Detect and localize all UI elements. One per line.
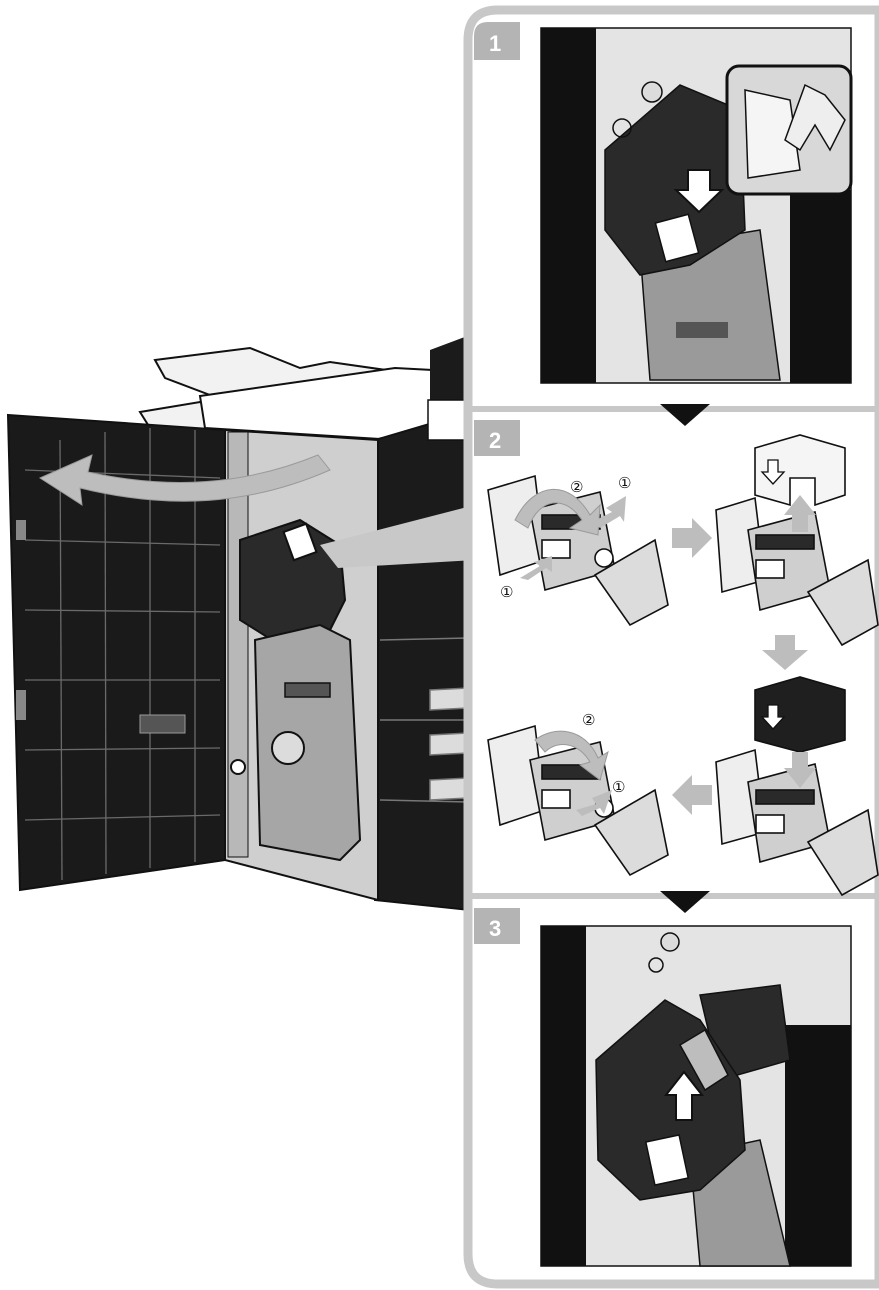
step-1-right-frame <box>790 190 851 383</box>
callout-2a-one-top: ① <box>618 474 631 492</box>
callout-2a-one-bottom: ① <box>500 583 513 601</box>
right-body <box>375 412 470 910</box>
latch-knob <box>231 760 245 774</box>
step-3-right-block <box>785 1025 851 1266</box>
door-handle <box>140 715 185 733</box>
step-1-slot <box>676 322 728 338</box>
callout-2d-one: ① <box>612 778 625 796</box>
callout-2a-two: ② <box>570 478 583 496</box>
handle-slot <box>285 683 330 697</box>
step-1-left-frame <box>541 28 596 383</box>
door-hinge-bottom <box>16 690 26 720</box>
door-hinge-top <box>16 520 26 540</box>
callout-2d-two: ② <box>582 711 595 729</box>
finisher-machine <box>8 335 470 910</box>
step-3-knob <box>661 933 679 951</box>
step-1-knob <box>642 82 662 102</box>
round-knob <box>272 732 304 764</box>
step-1-label: 1 <box>489 31 501 56</box>
step-2-label: 2 <box>489 428 501 453</box>
step-3-label: 3 <box>489 916 501 941</box>
step-3-left-frame <box>541 926 586 1266</box>
waste-box <box>255 625 360 860</box>
